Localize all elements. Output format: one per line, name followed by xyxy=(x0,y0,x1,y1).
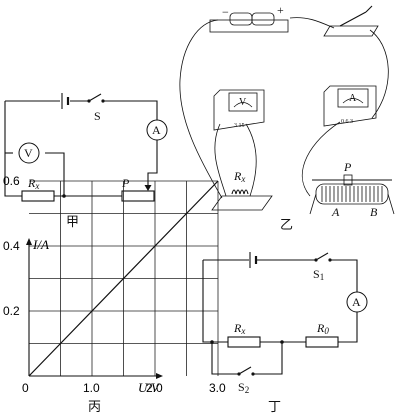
circuit-jia: S A V Rx P 甲 xyxy=(4,93,168,229)
data-line xyxy=(28,180,219,377)
terminal-a-label: A xyxy=(331,205,340,219)
x-tick-label: 2.0 xyxy=(146,381,163,395)
ammeter-device xyxy=(323,85,377,127)
knife-switch-blade xyxy=(339,11,367,27)
rheostat-leg xyxy=(309,193,395,215)
wire xyxy=(202,260,228,343)
resistor-rx-label: Rx xyxy=(233,321,245,336)
ammeter-face xyxy=(337,88,369,108)
circuit-ding: S1 A Rx R0 S2 丁 xyxy=(202,252,368,414)
resistor-rx xyxy=(21,190,55,202)
rheostat-label: P xyxy=(121,176,130,190)
y-tick-label: 0.2 xyxy=(3,304,20,318)
rheostat-slider-label: P xyxy=(343,160,352,174)
resistor-rx-device-label: Rx xyxy=(233,169,245,184)
switch-blade xyxy=(88,93,102,102)
wire xyxy=(45,152,65,196)
rheostat-arrowhead xyxy=(144,185,152,191)
switch-contact xyxy=(101,99,105,103)
x-tick-label: 3.0 xyxy=(209,381,226,395)
switch2-label: S2 xyxy=(238,380,249,395)
x-axis-label: U/V xyxy=(138,380,161,395)
rheostat-coil xyxy=(321,186,383,202)
wire xyxy=(214,123,227,197)
x-axis-arrow xyxy=(156,373,163,379)
wire xyxy=(254,342,283,375)
x-tick-label: 1.0 xyxy=(83,381,100,395)
ammeter-symbol xyxy=(346,291,368,313)
voltmeter-symbol xyxy=(18,142,40,164)
wire xyxy=(211,342,238,375)
ammeter-label: A xyxy=(352,295,361,309)
voltmeter-device-label: V xyxy=(239,97,247,108)
wire xyxy=(147,140,158,186)
caption-bing: 丙 xyxy=(88,399,101,414)
y-axis-label: I/A xyxy=(32,237,49,252)
wire xyxy=(331,259,358,292)
y-axis-arrow xyxy=(26,238,32,245)
resistor-rx xyxy=(227,336,261,348)
caption-jia: 甲 xyxy=(66,214,79,229)
junction xyxy=(280,340,284,344)
ammeter-label: A xyxy=(152,123,161,137)
battery-minus-label: − xyxy=(222,5,229,19)
wire xyxy=(179,19,223,199)
caption-ding: 丁 xyxy=(268,399,281,414)
wire xyxy=(301,121,341,197)
switch2-blade xyxy=(238,366,252,375)
rheostat-body xyxy=(315,183,389,205)
resistor-rx-label: Rx xyxy=(27,176,39,191)
wire xyxy=(369,29,389,119)
battery-cell xyxy=(229,12,253,26)
caption-yi: 乙 xyxy=(280,217,293,232)
battery-holder xyxy=(209,19,289,33)
junction xyxy=(62,194,66,198)
switch-label: S xyxy=(94,109,101,123)
switch1-blade xyxy=(315,252,329,261)
wire xyxy=(245,123,257,197)
resistor-rx-coil xyxy=(231,189,249,195)
switch1-label: S1 xyxy=(313,267,324,282)
ammeter-needle xyxy=(342,98,364,104)
knife-switch-handle xyxy=(365,5,373,13)
ammeter-symbol xyxy=(146,119,168,141)
voltmeter-face xyxy=(228,92,258,112)
voltmeter-device xyxy=(213,89,265,131)
voltmeter-label: V xyxy=(24,146,33,160)
wire xyxy=(104,100,158,120)
terminal-b-label: B xyxy=(370,205,378,219)
voltmeter-terminal-labels: 3 15 xyxy=(234,123,245,129)
i-u-graph: 1.0 2.0 3.0 0.2 0.4 0.6 0 U/V I/A xyxy=(3,174,226,395)
origin-label: 0 xyxy=(22,381,29,395)
wire xyxy=(4,101,22,197)
switch1-contact xyxy=(328,258,332,262)
junction xyxy=(210,340,214,344)
rheostat xyxy=(121,190,155,202)
y-tick-label: 0.4 xyxy=(3,239,20,253)
apparatus-yi: − + V 3 15 A 0.6 3 Rx P A B 乙 xyxy=(179,3,395,232)
battery-plus-label: + xyxy=(277,3,284,17)
battery-cell xyxy=(251,12,275,26)
knife-switch-base xyxy=(323,25,379,37)
ammeter-terminal-labels: 0.6 3 xyxy=(341,119,353,125)
y-tick-label: 0.6 xyxy=(3,174,20,188)
wire xyxy=(338,312,358,343)
resistor-rx-board xyxy=(211,195,273,211)
switch2-contact xyxy=(251,372,255,376)
ammeter-device-label: A xyxy=(349,93,357,104)
resistor-r0 xyxy=(305,336,339,348)
rheostat-slider xyxy=(343,174,353,186)
voltmeter-needle xyxy=(233,102,253,108)
wire xyxy=(289,17,335,29)
resistor-r0-label: R0 xyxy=(316,321,329,336)
